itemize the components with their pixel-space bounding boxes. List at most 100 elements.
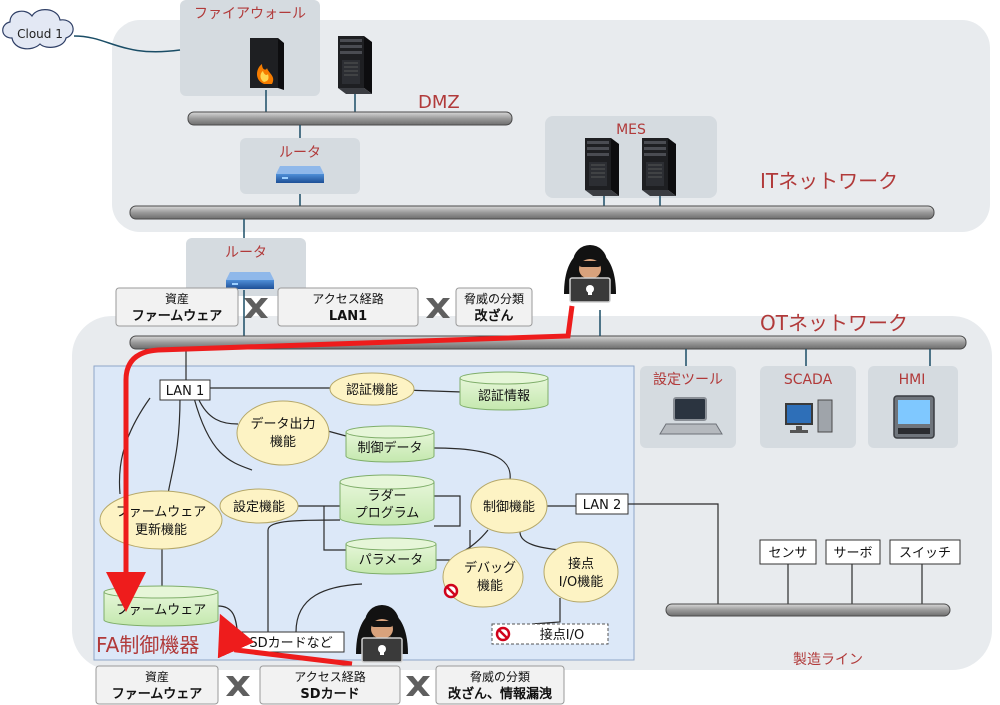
threat-top-asset-value: ファームウェア [132, 309, 223, 324]
debug-label-2: 機能 [477, 579, 503, 594]
lan1-port[interactable] [159, 379, 211, 401]
threat-bottom-asset-box [95, 665, 219, 705]
dmz-bus [187, 111, 513, 126]
threat-top-class-title: 脅威の分類 [464, 291, 524, 306]
auth-info-label: 認証情報 [478, 388, 530, 404]
sd-card-label: SDカードなど [249, 636, 332, 651]
mes-server-icon[interactable] [584, 137, 620, 197]
data-output-label-2: 機能 [270, 435, 296, 450]
attacker-network-icon [563, 244, 617, 303]
contact-io-label-1: 接点 [568, 556, 594, 572]
manufacturing-line-label: 製造ライン [793, 652, 863, 668]
config-function[interactable] [219, 488, 299, 524]
debug-function[interactable] [442, 546, 524, 608]
switch-label: スイッチ [899, 546, 951, 561]
control-function-label: 制御機能 [483, 500, 535, 515]
fa-device-label: FA制御機器 [96, 633, 199, 657]
threat-bottom-class-box [435, 665, 565, 705]
dmz-label: DMZ [418, 92, 460, 113]
dmz-server-icon[interactable] [337, 35, 373, 95]
threat-bottom-asset-value: ファームウェア [112, 687, 203, 702]
mes-label: MES [616, 122, 646, 138]
ladder-label-2: プログラム [355, 506, 420, 521]
auth-function-label: 認証機能 [346, 382, 398, 398]
sensor-device[interactable] [759, 539, 817, 565]
threat-bottom-asset-title: 資産 [145, 669, 169, 684]
ladder-label-1: ラダー [367, 489, 406, 504]
attack-path-lan1 [106, 305, 575, 612]
attack-path-sdcard [217, 613, 353, 667]
cloud-icon[interactable] [2, 9, 74, 50]
debug-label-1: デバッグ [464, 560, 516, 576]
manufacturing-line-bus [665, 603, 951, 617]
threat-top-asset-title: 資産 [165, 291, 189, 306]
threat-top-path-box [277, 287, 419, 327]
cross-icon [426, 298, 450, 318]
contact-io-label-2: I/O機能 [559, 575, 603, 590]
servo-label: サーボ [833, 546, 872, 561]
desktop-pc-icon [785, 399, 833, 433]
ot-network-label: OTネットワーク [760, 311, 908, 335]
it-router-label: ルータ [279, 145, 321, 161]
laptop-icon [659, 397, 723, 435]
firewall-icon[interactable] [250, 38, 284, 90]
debug-disabled-icon [443, 583, 459, 599]
firmware-update-function[interactable] [99, 490, 223, 550]
lan2-label: LAN 2 [583, 498, 622, 513]
gateway-router-label: ルータ [225, 245, 267, 261]
hmi-node[interactable]: HMI [868, 366, 958, 448]
cross-icon [406, 676, 430, 696]
threat-top-path-value: LAN1 [329, 309, 367, 324]
auth-info-store[interactable] [459, 371, 549, 411]
setting-tool-node[interactable]: 設定ツール [640, 366, 736, 448]
cloud-label: Cloud 1 [17, 27, 63, 41]
lan1-label: LAN 1 [166, 384, 205, 399]
gateway-router-icon[interactable] [225, 271, 275, 290]
contact-io-port[interactable] [491, 623, 609, 645]
sensor-label: センサ [768, 546, 807, 561]
contact-io-disabled-icon [495, 626, 511, 642]
auth-function[interactable] [329, 372, 415, 406]
scada-node[interactable]: SCADA [760, 366, 856, 448]
parameter-store[interactable] [345, 537, 437, 575]
lan2-port[interactable] [575, 493, 629, 515]
threat-bottom-path-title: アクセス経路 [294, 669, 365, 684]
threat-top-path-title: アクセス経路 [312, 291, 383, 306]
hmi-panel-icon [893, 395, 935, 439]
it-router-icon[interactable] [275, 165, 325, 184]
parameter-label: パラメータ [359, 553, 424, 568]
control-data-label: 制御データ [357, 440, 422, 456]
threat-bottom-class-value: 改ざん、情報漏洩 [448, 686, 552, 702]
servo-device[interactable] [825, 539, 881, 565]
mes-server-icon[interactable] [641, 137, 677, 197]
config-function-label: 設定機能 [233, 499, 285, 515]
firmware-update-label-1: ファームウェア [116, 505, 207, 520]
data-output-label-1: データ出力 [250, 416, 315, 432]
firmware-update-label-2: 更新機能 [135, 522, 187, 538]
firewall-label: ファイアウォール [194, 6, 306, 22]
control-function[interactable] [470, 478, 548, 534]
contact-io-port-label: 接点I/O [540, 627, 584, 643]
threat-bottom-path-value: SDカード [300, 687, 359, 702]
data-output-function[interactable] [236, 400, 330, 466]
gateway-router-panel [186, 238, 306, 296]
threat-bottom-class-title: 脅威の分類 [470, 669, 530, 684]
contact-io-function[interactable] [543, 541, 619, 603]
hmi-label: HMI [899, 372, 926, 388]
ladder-program-store[interactable] [339, 474, 435, 526]
threat-top-asset-box [115, 287, 239, 327]
cross-icon [226, 676, 250, 696]
scada-label: SCADA [784, 372, 833, 388]
threat-top-class-value: 改ざん [474, 308, 513, 324]
setting-tool-label: 設定ツール [653, 372, 723, 388]
threat-top-class-box [455, 287, 533, 327]
threat-bottom-path-box [259, 665, 401, 705]
firmware-label: ファームウェア [116, 603, 207, 618]
cross-icon [244, 298, 268, 318]
switch-device[interactable] [889, 539, 961, 565]
control-data-store[interactable] [345, 425, 435, 463]
fa-internal-links [118, 349, 719, 637]
it-network-label: ITネットワーク [760, 169, 898, 193]
